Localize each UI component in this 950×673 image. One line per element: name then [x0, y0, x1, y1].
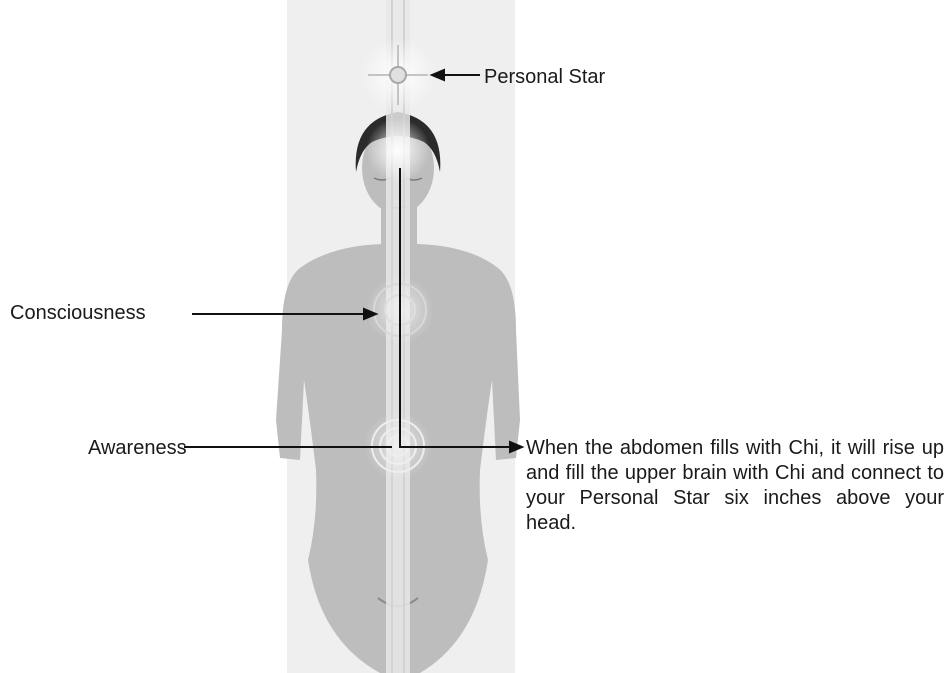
label-awareness: Awareness	[88, 436, 187, 460]
label-personal-star: Personal Star	[484, 65, 605, 89]
label-consciousness: Consciousness	[10, 301, 146, 325]
crown-glow	[366, 118, 430, 182]
arrow-right-icon	[510, 442, 522, 452]
description-text: When the abdomen fills with Chi, it will…	[526, 436, 944, 536]
personal-star-icon	[360, 37, 436, 113]
